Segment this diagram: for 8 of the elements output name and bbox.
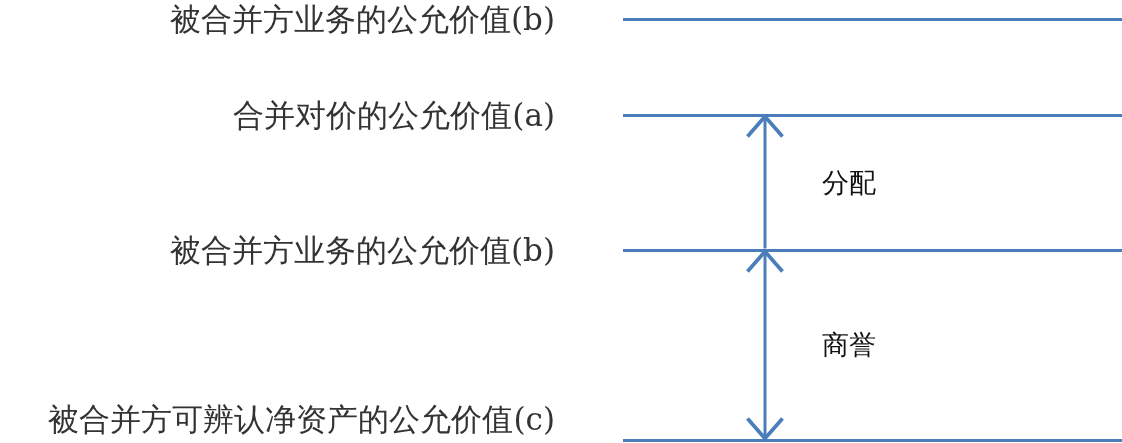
level-label: 被合并方业务的公允价值(b) (169, 232, 555, 268)
level-label: 被合并方可辨认净资产的公允价值(c) (48, 401, 555, 437)
edge-label: 商誉 (822, 329, 876, 361)
level-label: 合并对价的公允价值(a) (233, 97, 555, 133)
edge-label: 分配 (822, 166, 876, 199)
double-arrow (745, 249, 785, 441)
double-arrow (745, 114, 785, 249)
level-label: 被合并方业务的公允价值(b) (169, 1, 555, 37)
